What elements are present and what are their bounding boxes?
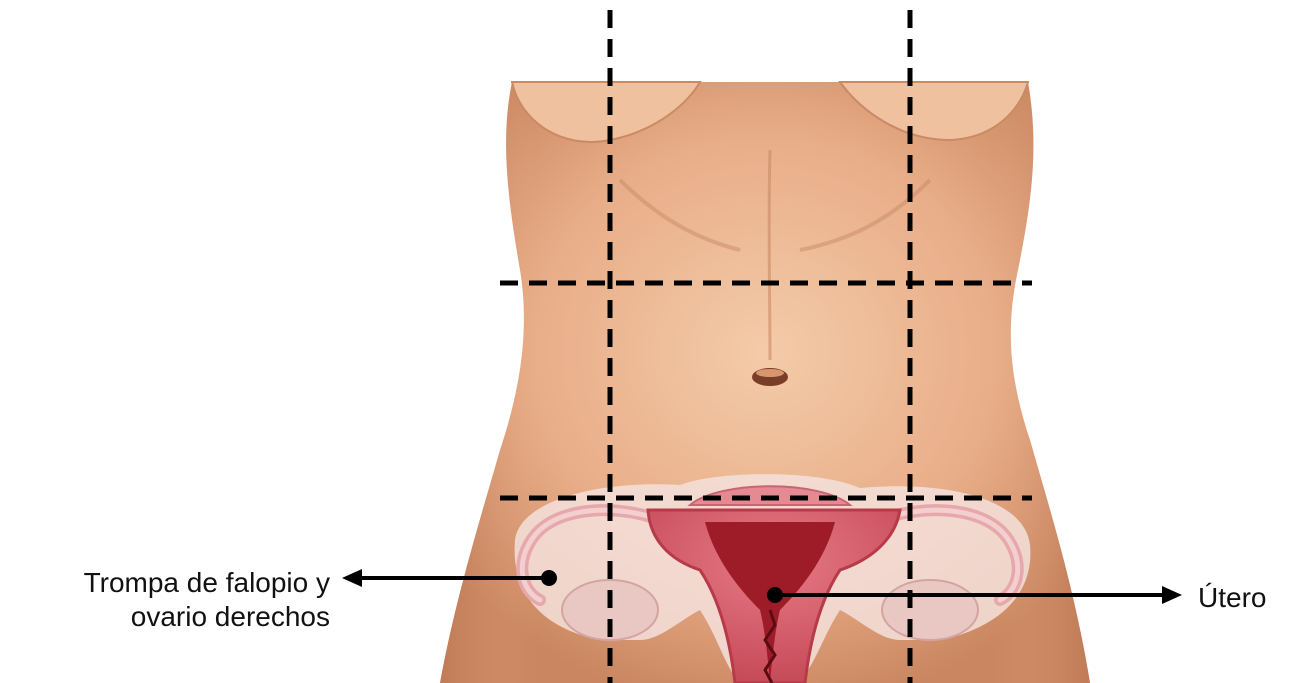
navel-highlight	[756, 369, 784, 377]
fallopian-tube-ovary-label: Trompa de falopio y ovario derechos	[10, 566, 330, 634]
label-left-line2: ovario derechos	[10, 600, 330, 634]
callout-left-arrowhead	[342, 569, 362, 587]
left-ovary	[882, 580, 978, 640]
callout-right-arrowhead	[1162, 586, 1182, 604]
ab-line	[769, 150, 770, 360]
callout-right-dot	[767, 587, 783, 603]
callout-left-dot	[541, 570, 557, 586]
uterus-label: Útero	[1198, 581, 1266, 615]
label-left-line1: Trompa de falopio y	[10, 566, 330, 600]
